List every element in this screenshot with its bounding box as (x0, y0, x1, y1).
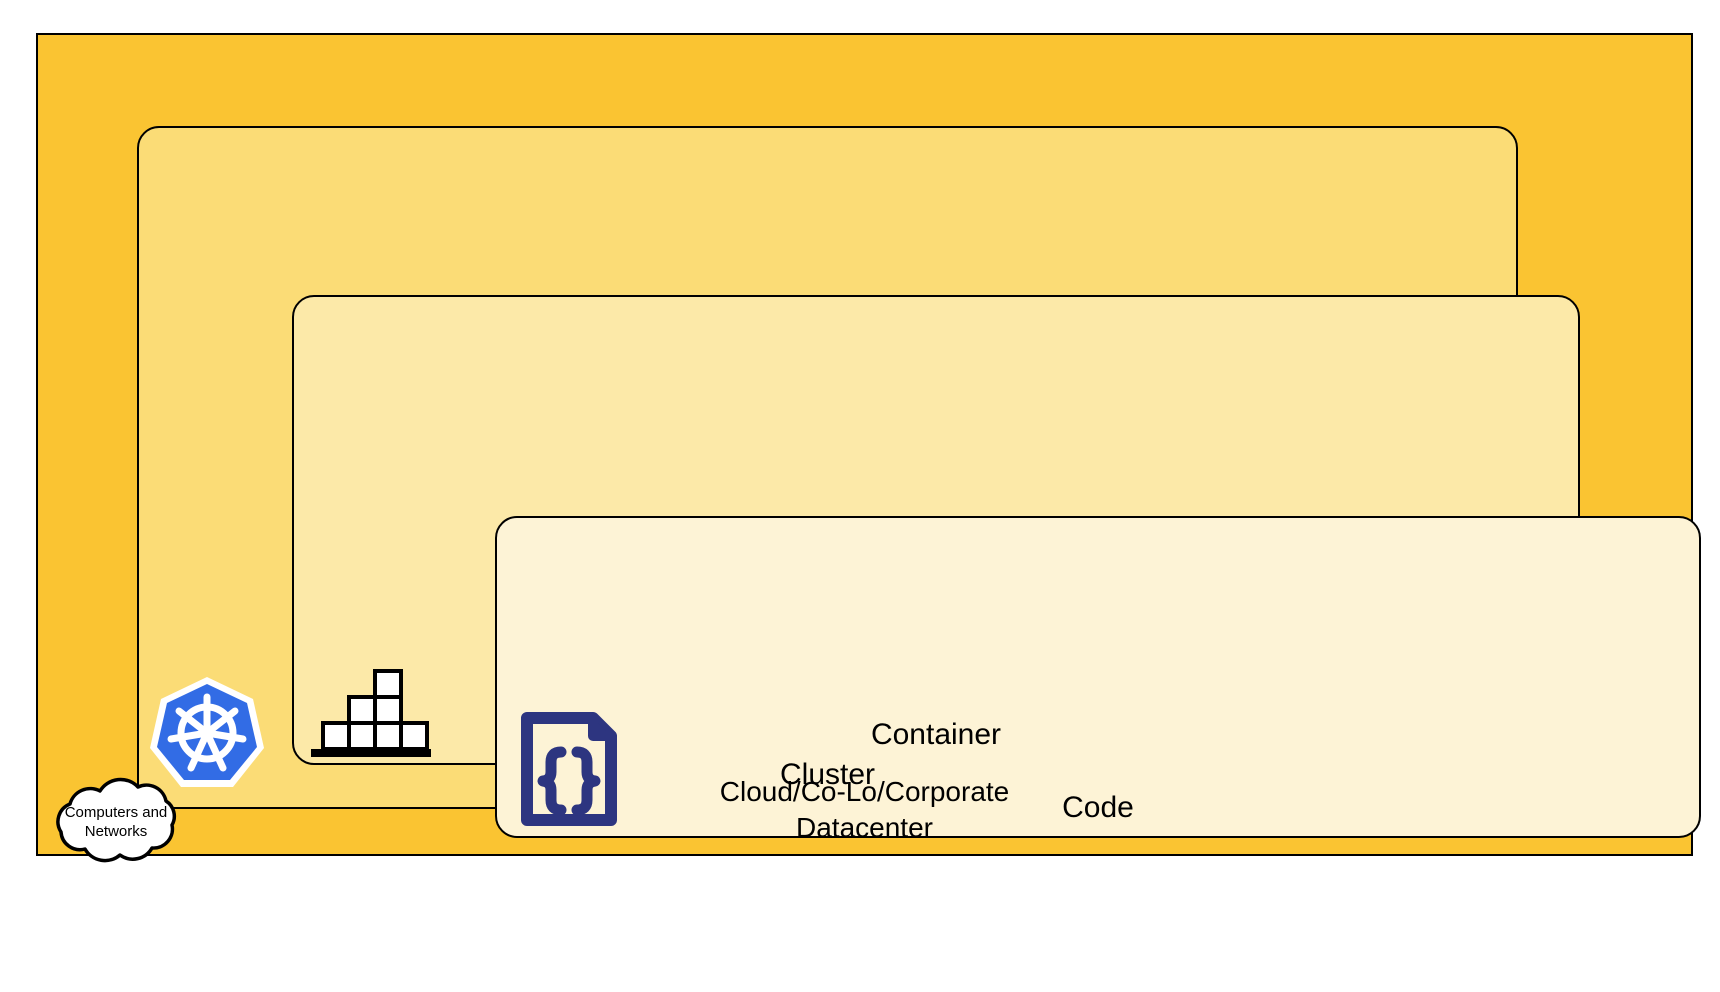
layer-datacenter[interactable]: Code (36, 33, 1701, 856)
cloud-computers-networks[interactable]: Computers and Networks (30, 774, 202, 870)
json-file-icon (517, 708, 621, 830)
container-stack-icon (309, 669, 433, 757)
layer-container[interactable]: Code (292, 295, 1701, 838)
kubernetes-icon (149, 675, 265, 791)
layer-cluster[interactable]: Code (137, 126, 1701, 838)
layer-label-code: Code (1062, 791, 1134, 824)
layer-code[interactable]: Code (495, 516, 1701, 838)
